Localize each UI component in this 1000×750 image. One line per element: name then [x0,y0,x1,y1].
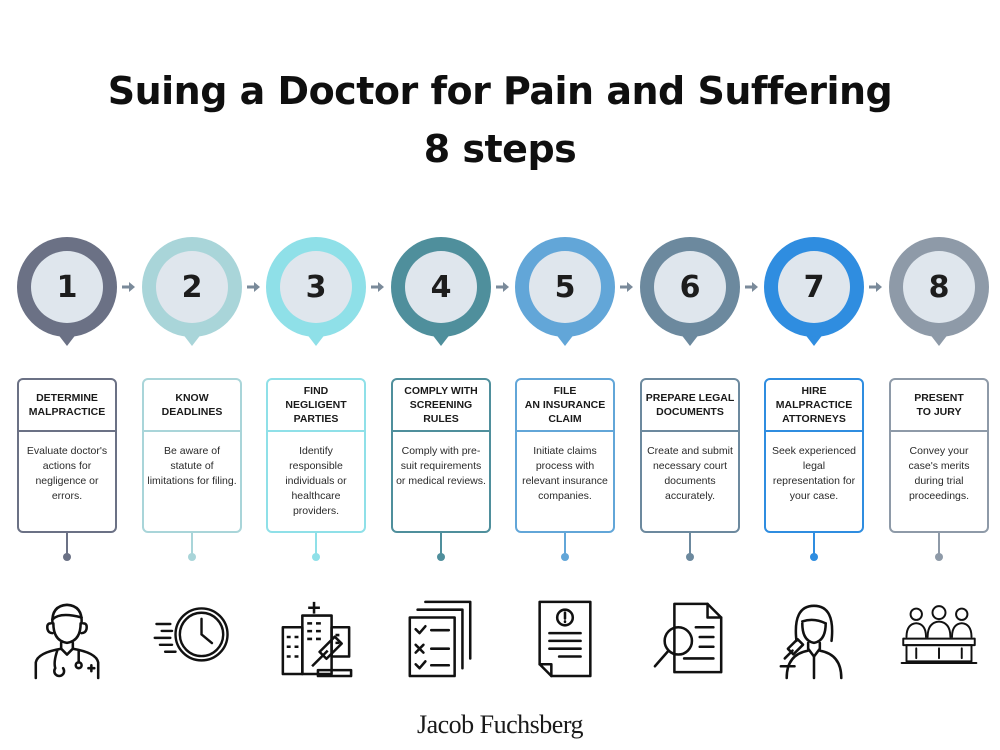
step-number: 3 [280,251,352,323]
connector-line [564,533,566,555]
step-heading: DETERMINE MALPRACTICE [28,392,106,418]
step-4: 4 COMPLY WITH SCREENING RULES Comply wit… [386,0,496,750]
step-circle: 1 [17,237,117,337]
checklist-icon [402,598,480,680]
document-search-icon [651,598,729,680]
doctor-icon [28,598,106,680]
connector-line [938,533,940,555]
connector-line [191,533,193,555]
step-description: Initiate claims process with relevant in… [522,445,608,502]
step-card: HIRE MALPRACTICE ATTORNEYS Seek experien… [764,378,864,533]
step-description: Evaluate doctor's actions for negligence… [26,445,108,502]
arrow-right-icon [495,280,509,292]
step-heading: PREPARE LEGAL DOCUMENTS [645,392,735,418]
step-heading: KNOW DEADLINES [161,392,223,418]
connector-line [440,533,442,555]
step-number: 7 [778,251,850,323]
arrow-right-icon [121,280,135,292]
step-7: 7 HIRE MALPRACTICE ATTORNEYS Seek experi… [759,0,869,750]
step-description: Be aware of statute of limitations for f… [147,445,237,487]
step-card: PRESENT TO JURY Convey your case's merit… [889,378,989,533]
step-circle: 5 [515,237,615,337]
connector-dot [63,553,71,561]
step-3: 3 FIND NEGLIGENT PARTIES Identify respon… [261,0,371,750]
connector-dot [810,553,818,561]
step-number: 1 [31,251,103,323]
page-title: Suing a Doctor for Pain and Suffering [107,69,893,113]
connector-dot [312,553,320,561]
card-divider [640,430,740,432]
step-heading: FIND NEGLIGENT PARTIES [285,385,347,425]
step-card: PREPARE LEGAL DOCUMENTS Create and submi… [640,378,740,533]
card-divider [515,430,615,432]
step-description: Seek experienced legal representation fo… [771,445,857,502]
card-divider [391,430,491,432]
step-number: 6 [654,251,726,323]
arrow-right-icon [744,280,758,292]
step-heading: COMPLY WITH SCREENING RULES [404,385,478,425]
step-circle: 2 [142,237,242,337]
arrow-right-icon [868,280,882,292]
hospital-gavel-icon [277,598,355,680]
arrow-right-icon [619,280,633,292]
step-description: Create and submit necessary court docume… [647,445,733,502]
step-circle: 6 [640,237,740,337]
jury-icon [900,598,978,680]
step-card: COMPLY WITH SCREENING RULES Comply with … [391,378,491,533]
step-card: DETERMINE MALPRACTICE Evaluate doctor's … [17,378,117,533]
step-card: KNOW DEADLINES Be aware of statute of li… [142,378,242,533]
brand-logo: Jacob Fuchsberg [416,710,584,739]
step-number: 8 [903,251,975,323]
attorney-icon [775,598,853,680]
card-divider [764,430,864,432]
arrow-right-icon [370,280,384,292]
step-number: 2 [156,251,228,323]
card-divider [266,430,366,432]
step-1: 1 DETERMINE MALPRACTICE Evaluate doctor'… [12,0,122,750]
step-card: FIND NEGLIGENT PARTIES Identify responsi… [266,378,366,533]
step-heading: PRESENT TO JURY [914,392,964,418]
step-8: 8 PRESENT TO JURY Convey your case's mer… [884,0,994,750]
step-6: 6 PREPARE LEGAL DOCUMENTS Create and sub… [635,0,745,750]
page-subtitle: 8 steps [423,127,577,171]
connector-line [66,533,68,555]
connector-dot [686,553,694,561]
card-divider [17,430,117,432]
step-number: 5 [529,251,601,323]
connector-dot [188,553,196,561]
step-number: 4 [405,251,477,323]
connector-dot [935,553,943,561]
step-card: FILE AN INSURANCE CLAIM Initiate claims … [515,378,615,533]
step-5: 5 FILE AN INSURANCE CLAIM Initiate claim… [510,0,620,750]
connector-line [315,533,317,555]
step-circle: 8 [889,237,989,337]
step-circle: 4 [391,237,491,337]
step-circle: 3 [266,237,366,337]
claim-document-icon [526,598,604,680]
step-heading: HIRE MALPRACTICE ATTORNEYS [775,385,853,425]
arrow-right-icon [246,280,260,292]
connector-dot [437,553,445,561]
connector-line [689,533,691,555]
connector-line [813,533,815,555]
step-description: Comply with pre-suit requirements or med… [396,445,486,487]
step-heading: FILE AN INSURANCE CLAIM [524,385,606,425]
step-description: Identify responsible individuals or heal… [285,445,347,517]
card-divider [889,430,989,432]
step-description: Convey your case's merits during trial p… [908,445,970,502]
connector-dot [561,553,569,561]
clock-icon [153,598,231,680]
step-2: 2 KNOW DEADLINES Be aware of statute of … [137,0,247,750]
step-circle: 7 [764,237,864,337]
card-divider [142,430,242,432]
